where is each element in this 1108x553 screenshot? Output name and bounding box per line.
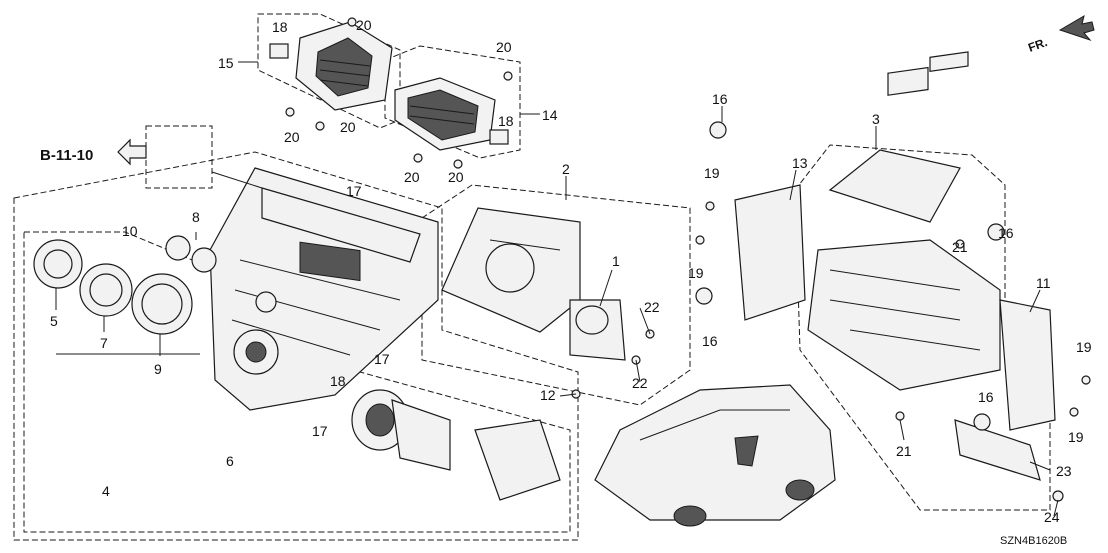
callout-23: 23 [1056,463,1072,479]
air-vent-upper [295,21,393,111]
callout-20b: 20 [496,39,512,55]
callout-11: 11 [1036,275,1051,291]
callout-14: 14 [542,107,558,123]
callout-20e: 20 [404,169,420,185]
front-direction-arrow [1058,14,1095,42]
navigation-unit [734,51,1056,481]
callout-17a: 17 [346,183,362,199]
callout-19d: 19 [1068,429,1084,445]
switch-module [351,389,561,501]
knob-rings [33,235,217,335]
callout-16a: 16 [712,91,728,107]
callout-6: 6 [226,453,234,469]
callout-20f: 20 [448,169,464,185]
callout-18b: 18 [498,113,514,129]
callout-20c: 20 [284,129,300,145]
clip-18-right [489,129,509,145]
callout-10: 10 [122,223,138,239]
callout-21b: 21 [896,443,912,459]
callout-3: 3 [872,111,880,127]
callout-16b: 16 [702,333,718,349]
front-direction-label: FR. [1026,35,1049,55]
reference-arrow [117,138,147,166]
leader-lines [55,61,1059,517]
callout-19c: 19 [1076,339,1092,355]
air-vent-lower [394,77,496,151]
callout-24: 24 [1044,509,1060,525]
callout-7: 7 [100,335,108,351]
callout-4: 4 [102,483,110,499]
drawing-code: SZN4B1620B [1000,535,1067,547]
reference-label: B-11-10 [40,147,93,164]
callout-9: 9 [154,361,162,377]
callout-19a: 19 [704,165,720,181]
callout-2: 2 [562,161,570,177]
callout-20d: 20 [340,119,356,135]
callout-15: 15 [218,55,234,71]
callout-13: 13 [792,155,808,171]
center-panel [209,167,439,411]
callout-20a: 20 [356,17,372,33]
callout-18a: 18 [272,19,288,35]
callout-16d: 16 [978,389,994,405]
callout-5: 5 [50,313,58,329]
callout-17b: 17 [374,351,390,367]
group-outlines [13,13,1051,541]
callout-19b: 19 [688,265,704,281]
callout-18c: 18 [330,373,346,389]
display-unit [441,207,626,361]
callout-21a: 21 [952,239,968,255]
callout-22b: 22 [632,375,648,391]
vehicle-outline [594,384,836,527]
bolts [285,17,1091,502]
clip-18-upper [269,43,289,59]
callout-8: 8 [192,209,200,225]
callout-12: 12 [540,387,556,403]
callout-22a: 22 [644,299,660,315]
callout-17c: 17 [312,423,328,439]
callout-16c: 16 [998,225,1014,241]
callout-1: 1 [612,253,620,269]
